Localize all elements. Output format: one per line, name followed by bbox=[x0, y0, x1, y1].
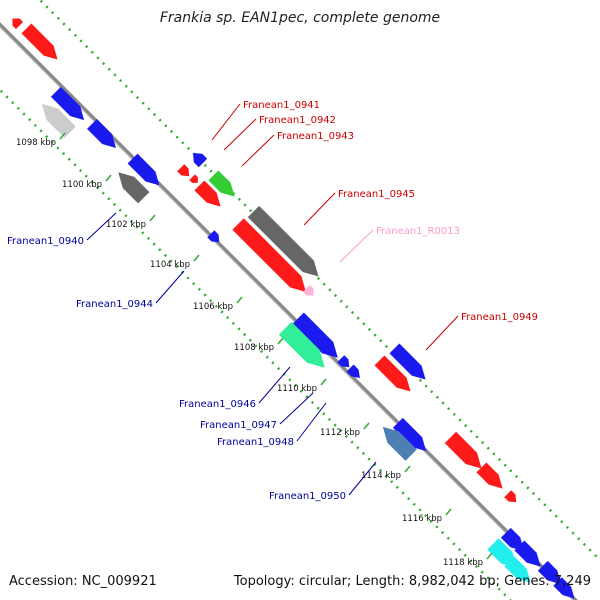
gene-label: Franean1_R0013 bbox=[376, 226, 460, 237]
gene-arrow bbox=[476, 462, 503, 489]
gene-arrow bbox=[194, 180, 221, 207]
gene-arrow bbox=[553, 577, 575, 599]
gene-arrow bbox=[392, 417, 427, 452]
gene-arrow bbox=[537, 560, 562, 585]
kbp-tick-label: 1104 kbp bbox=[150, 260, 190, 270]
accession-text: Accession: NC_009921 bbox=[9, 574, 157, 589]
kbp-tick-label: 1106 kbp bbox=[193, 302, 233, 312]
gene-label-leader bbox=[339, 229, 374, 263]
kbp-tick-mark bbox=[105, 174, 112, 182]
kbp-tick-mark bbox=[236, 296, 243, 304]
kbp-tick-mark bbox=[486, 552, 493, 560]
gene-features bbox=[12, 18, 575, 599]
gene-arrow bbox=[207, 230, 220, 243]
gene-label: Franean1_0946 bbox=[179, 399, 256, 410]
gene-arrow bbox=[382, 426, 417, 461]
gene-label-leader bbox=[303, 192, 336, 226]
gene-label: Franean1_0940 bbox=[7, 236, 84, 247]
gene-label: Franean1_0947 bbox=[200, 420, 277, 431]
kbp-tick-mark bbox=[193, 254, 200, 262]
kbp-tick-mark bbox=[277, 337, 284, 345]
gene-arrow bbox=[208, 170, 235, 197]
gene-arrow bbox=[389, 343, 426, 380]
kbp-tick-mark bbox=[363, 422, 370, 430]
gene-arrow bbox=[12, 18, 24, 30]
gene-labels: Franean1_0941Franean1_0942Franean1_0943F… bbox=[7, 100, 538, 502]
kbp-tick-label: 1100 kbp bbox=[62, 180, 102, 190]
topology-text: Topology: circular; Length: 8,982,042 bp… bbox=[233, 574, 591, 589]
gene-label-leader bbox=[86, 212, 117, 241]
gene-label-leader bbox=[211, 103, 241, 141]
kbp-tick-label: 1116 kbp bbox=[402, 514, 442, 524]
gene-arrow bbox=[247, 205, 319, 277]
gene-arrow bbox=[500, 527, 525, 552]
gene-arrow bbox=[127, 153, 160, 186]
gene-arrow bbox=[50, 86, 85, 121]
gene-label-leader bbox=[241, 134, 275, 167]
gene-arrow bbox=[118, 172, 150, 204]
kbp-tick-label: 1118 kbp bbox=[443, 558, 483, 568]
gene-arrow bbox=[21, 23, 58, 60]
kbp-tick-label: 1098 kbp bbox=[16, 138, 56, 148]
gene-arrow bbox=[302, 284, 314, 296]
gene-arrow bbox=[278, 321, 325, 368]
dotted-track-outer bbox=[38, 0, 600, 561]
kbp-tick-label: 1108 kbp bbox=[234, 343, 274, 353]
gene-label: Franean1_0944 bbox=[76, 299, 153, 310]
gene-arrow bbox=[487, 538, 518, 569]
kbp-tick-label: 1114 kbp bbox=[361, 471, 401, 481]
gene-arrow bbox=[337, 355, 350, 368]
gene-arrow bbox=[232, 218, 306, 292]
kbp-tick-mark bbox=[149, 214, 156, 222]
gene-arrow bbox=[41, 103, 76, 138]
kbp-ticks: 1098 kbp 1100 kbp 1102 kbp 1104 kbp 1106 kbp… bbox=[16, 132, 493, 568]
gene-arrow bbox=[87, 119, 117, 149]
gene-arrow bbox=[444, 431, 482, 469]
gene-label: Franean1_0941 bbox=[243, 100, 320, 111]
gene-arrow bbox=[292, 312, 338, 358]
gene-arrow bbox=[504, 556, 531, 583]
kbp-tick-mark bbox=[320, 378, 327, 386]
gene-arrow bbox=[189, 174, 198, 183]
gene-arrow bbox=[177, 164, 190, 177]
kbp-tick-mark bbox=[59, 132, 66, 140]
gene-label-leader bbox=[348, 461, 377, 496]
map-title: Frankia sp. EAN1pec, complete genome bbox=[159, 10, 441, 26]
gene-label: Franean1_0948 bbox=[217, 437, 294, 448]
kbp-tick-label: 1110 kbp bbox=[277, 384, 317, 394]
kbp-tick-label: 1112 kbp bbox=[320, 428, 360, 438]
gene-arrow bbox=[504, 490, 517, 503]
gene-label-leader bbox=[155, 270, 185, 304]
gene-label: Franean1_0943 bbox=[277, 131, 354, 142]
gene-label-leader bbox=[223, 118, 257, 151]
gene-arrow bbox=[193, 153, 208, 168]
gene-label: Franean1_0942 bbox=[259, 115, 336, 126]
gene-label: Franean1_0949 bbox=[461, 312, 538, 323]
kbp-tick-label: 1102 kbp bbox=[106, 220, 146, 230]
backbone-line bbox=[0, 22, 578, 600]
gene-arrow bbox=[346, 364, 360, 378]
gene-label-leader bbox=[296, 402, 327, 442]
gene-label: Franean1_0950 bbox=[269, 491, 346, 502]
gene-label-leader bbox=[279, 392, 314, 425]
gene-label-leader bbox=[425, 315, 459, 351]
gene-arrow bbox=[514, 540, 541, 567]
gene-label-leader bbox=[258, 366, 291, 404]
gene-arrow bbox=[374, 355, 411, 392]
kbp-tick-mark bbox=[445, 508, 452, 516]
kbp-tick-mark bbox=[404, 465, 411, 473]
gene-label: Franean1_0945 bbox=[338, 189, 415, 200]
